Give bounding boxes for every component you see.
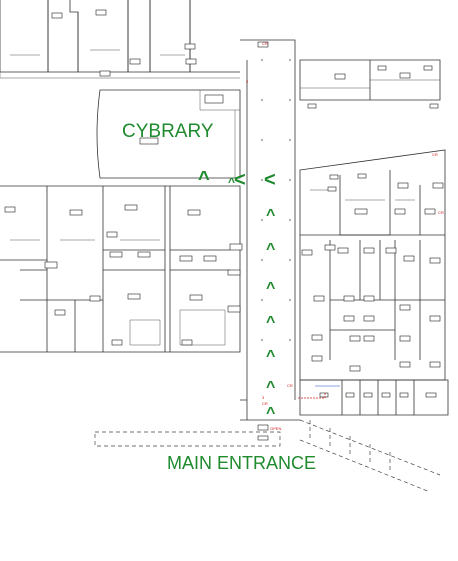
- route-arrow: ^: [266, 379, 275, 396]
- route-arrow: ^: [266, 207, 275, 224]
- route-arrow: ^: [228, 175, 235, 189]
- main-corridor: CR 2 3 CR CR: [227, 39, 300, 431]
- route-arrow: ^: [266, 241, 275, 258]
- route-arrow: ^: [266, 280, 275, 297]
- bottom-right-rooms: [298, 379, 449, 416]
- svg-text:CR: CR: [262, 41, 268, 46]
- svg-text:OPEN: OPEN: [270, 426, 281, 431]
- route-arrow: ^: [198, 168, 210, 190]
- cybrary-label: CYBRARY: [122, 121, 214, 142]
- main-entrance-label: MAIN ENTRANCE: [167, 453, 316, 473]
- svg-text:CR: CR: [438, 210, 444, 215]
- right-wing-rooms: CR CR: [299, 149, 446, 381]
- svg-text:CR: CR: [262, 401, 268, 406]
- route-arrow: ^: [266, 314, 275, 331]
- svg-text:CR: CR: [432, 152, 438, 157]
- svg-text:3: 3: [262, 395, 265, 400]
- route-arrow: <: [264, 169, 276, 191]
- svg-text:2: 2: [246, 79, 249, 84]
- left-wing-rooms: [0, 185, 241, 353]
- top-right-rooms: [299, 59, 441, 109]
- cybrary-area: [96, 89, 241, 179]
- top-left-rooms: [0, 0, 240, 79]
- svg-text:CR: CR: [287, 383, 293, 388]
- route-arrow: ^: [266, 348, 275, 365]
- route-arrow: <: [234, 169, 246, 191]
- route-arrow: ^: [266, 405, 275, 422]
- entrance-canopy: OPEN: [94, 419, 441, 493]
